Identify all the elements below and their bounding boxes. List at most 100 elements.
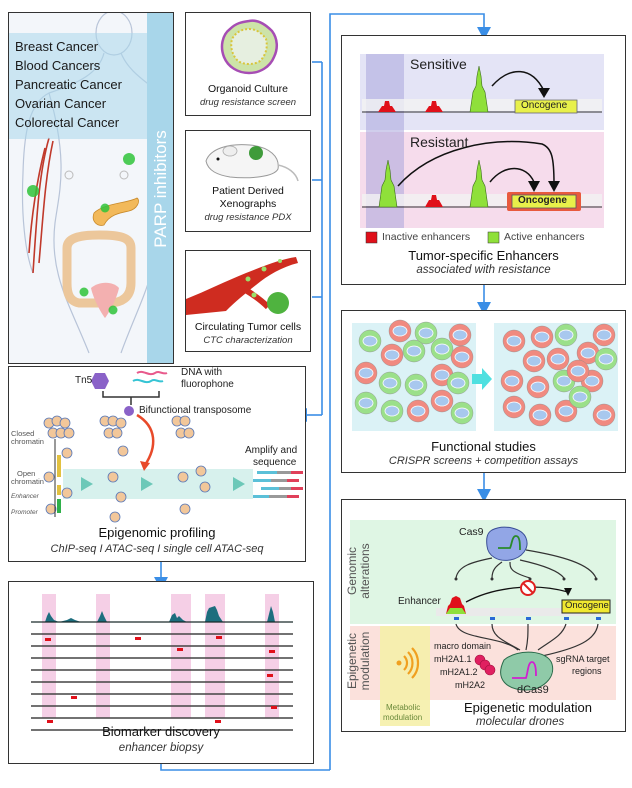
enhancer-mark [71, 696, 77, 699]
epigenetic-modulation-label: Epigenetic modulation [345, 631, 372, 691]
ctc-title: Circulating Tumor cells [194, 321, 302, 333]
enhancers-title: Tumor-specific Enhancers [408, 248, 559, 263]
macro-domain-label: macro domain [434, 641, 492, 651]
oncogene-box [561, 599, 611, 614]
dcas9-label: dCas9 [517, 684, 549, 696]
biomarker-title: Biomarker discovery [102, 724, 220, 739]
enhancer-mark [47, 720, 53, 723]
closed-chromatin-line2: chromatin [11, 437, 44, 446]
biomarker-subtitle: enhancer biopsy [118, 742, 204, 754]
epigenomic-title: Epigenomic profiling [98, 525, 216, 540]
pancreas [92, 197, 139, 226]
enhancer-tracks [31, 594, 293, 731]
cell [404, 373, 428, 397]
cell [448, 323, 472, 347]
ctc-subtitle: CTC characterization [203, 335, 293, 346]
enhancers-subtitle: associated with resistance [416, 264, 551, 276]
cas9-icon [486, 526, 528, 561]
functional-panel: Functional studies CRISPR screens + comp… [341, 310, 626, 473]
dna-label-line1: DNA with [181, 367, 223, 378]
enhancer-mark [271, 706, 277, 709]
epigenetic-panel: Genomic alterations Epigenetic modulatio… [341, 499, 626, 732]
transposome-icon [124, 406, 134, 416]
cell-populations [352, 319, 618, 431]
biomarker-panel: Biomarker discovery enhancer biopsy [8, 581, 314, 764]
crispr-diagram [350, 520, 616, 726]
mh2a2-label: mH2A2 [455, 680, 486, 690]
tumor-markers [27, 153, 135, 315]
blood-vessel-icon [186, 257, 298, 315]
legend-inactive-label: Inactive enhancers [382, 231, 471, 243]
atac-diagram [43, 370, 303, 523]
cell [568, 385, 592, 409]
enhancer-mark [177, 648, 183, 651]
cell [530, 325, 554, 349]
cell [402, 339, 426, 363]
open-chromatin-line2: chromatin [11, 477, 44, 486]
cell [414, 321, 438, 345]
organoid-subtitle: drug resistance screen [199, 97, 297, 108]
amplify-line2: sequence [253, 457, 297, 468]
macro-domain-icon [474, 654, 496, 676]
flow-arrow [141, 477, 153, 491]
cell [546, 347, 570, 371]
cell [380, 399, 404, 423]
parp-inhibitors-band: PARP inhibitors [147, 13, 173, 363]
mh2a12-label: mH2A1.2 [440, 667, 478, 677]
oncogene-label-sensitive: Oncogene [521, 100, 568, 111]
enhancer-diagram [360, 54, 604, 244]
cell [354, 361, 378, 385]
cell [554, 323, 578, 347]
highlight-columns [42, 594, 279, 718]
patient-panel: Breast Cancer Blood Cancers Pancreatic C… [8, 12, 174, 364]
organoid-icon [220, 19, 278, 75]
cell [592, 403, 616, 427]
legend-active-label: Active enhancers [504, 231, 585, 243]
cell [528, 403, 552, 427]
inactive-enhancer [425, 101, 443, 112]
pdx-title-line2: Xenographs [219, 198, 277, 210]
colon [62, 230, 136, 308]
blood-vessels [28, 137, 54, 274]
epigenetic-subtitle: molecular drones [476, 716, 565, 728]
open-chromatin-line1: Open [17, 469, 36, 478]
cell [502, 395, 526, 419]
transposome-label: Bifunctional transposome [139, 405, 252, 416]
inactive-enhancer [378, 101, 396, 112]
enhancer-mark [135, 637, 141, 640]
tn5-label: Tn5 [75, 375, 93, 386]
signal-track [31, 606, 293, 622]
cell [378, 371, 402, 395]
cancer-item: Breast Cancer [15, 39, 99, 54]
sgrna-label-line1: sgRNA target [556, 654, 610, 664]
cell [566, 359, 590, 383]
enhancer-mark [267, 674, 273, 677]
cell [500, 369, 524, 393]
metabolic-label-line1: Metabolic [386, 703, 421, 712]
flow-arrow [233, 477, 245, 491]
flow-arrow [81, 477, 93, 491]
nucleosomes [43, 415, 211, 523]
cancer-item: Pancreatic Cancer [15, 77, 122, 92]
cell [388, 319, 412, 343]
cell [502, 329, 526, 353]
cell [446, 371, 470, 395]
tn5-icon [91, 373, 109, 389]
open-chromatin-band [63, 469, 253, 499]
cell [576, 341, 600, 365]
enhancer-mark [215, 720, 221, 723]
amplify-line1: Amplify and [245, 445, 298, 456]
epigenetic-title: Epigenetic modulation [464, 700, 592, 715]
pdx-panel: Patient Derived Xenographs drug resistan… [185, 130, 311, 232]
enhancer-mark [216, 636, 222, 639]
sgrna-label-line2: regions [572, 666, 602, 676]
sequence-reads [253, 471, 303, 498]
cancer-item: Colorectal Cancer [15, 115, 120, 130]
uterus [91, 282, 119, 318]
epigenomic-panel: Tn5 DNA with fluorophone Bifunctional tr… [8, 366, 306, 562]
cancer-list: Breast Cancer Blood Cancers Pancreatic C… [15, 37, 147, 132]
pdx-title-line1: Patient Derived [212, 185, 284, 197]
enhancer-mark [45, 638, 51, 641]
cell [354, 391, 378, 415]
enhancer-label: Enhancer [398, 596, 441, 607]
